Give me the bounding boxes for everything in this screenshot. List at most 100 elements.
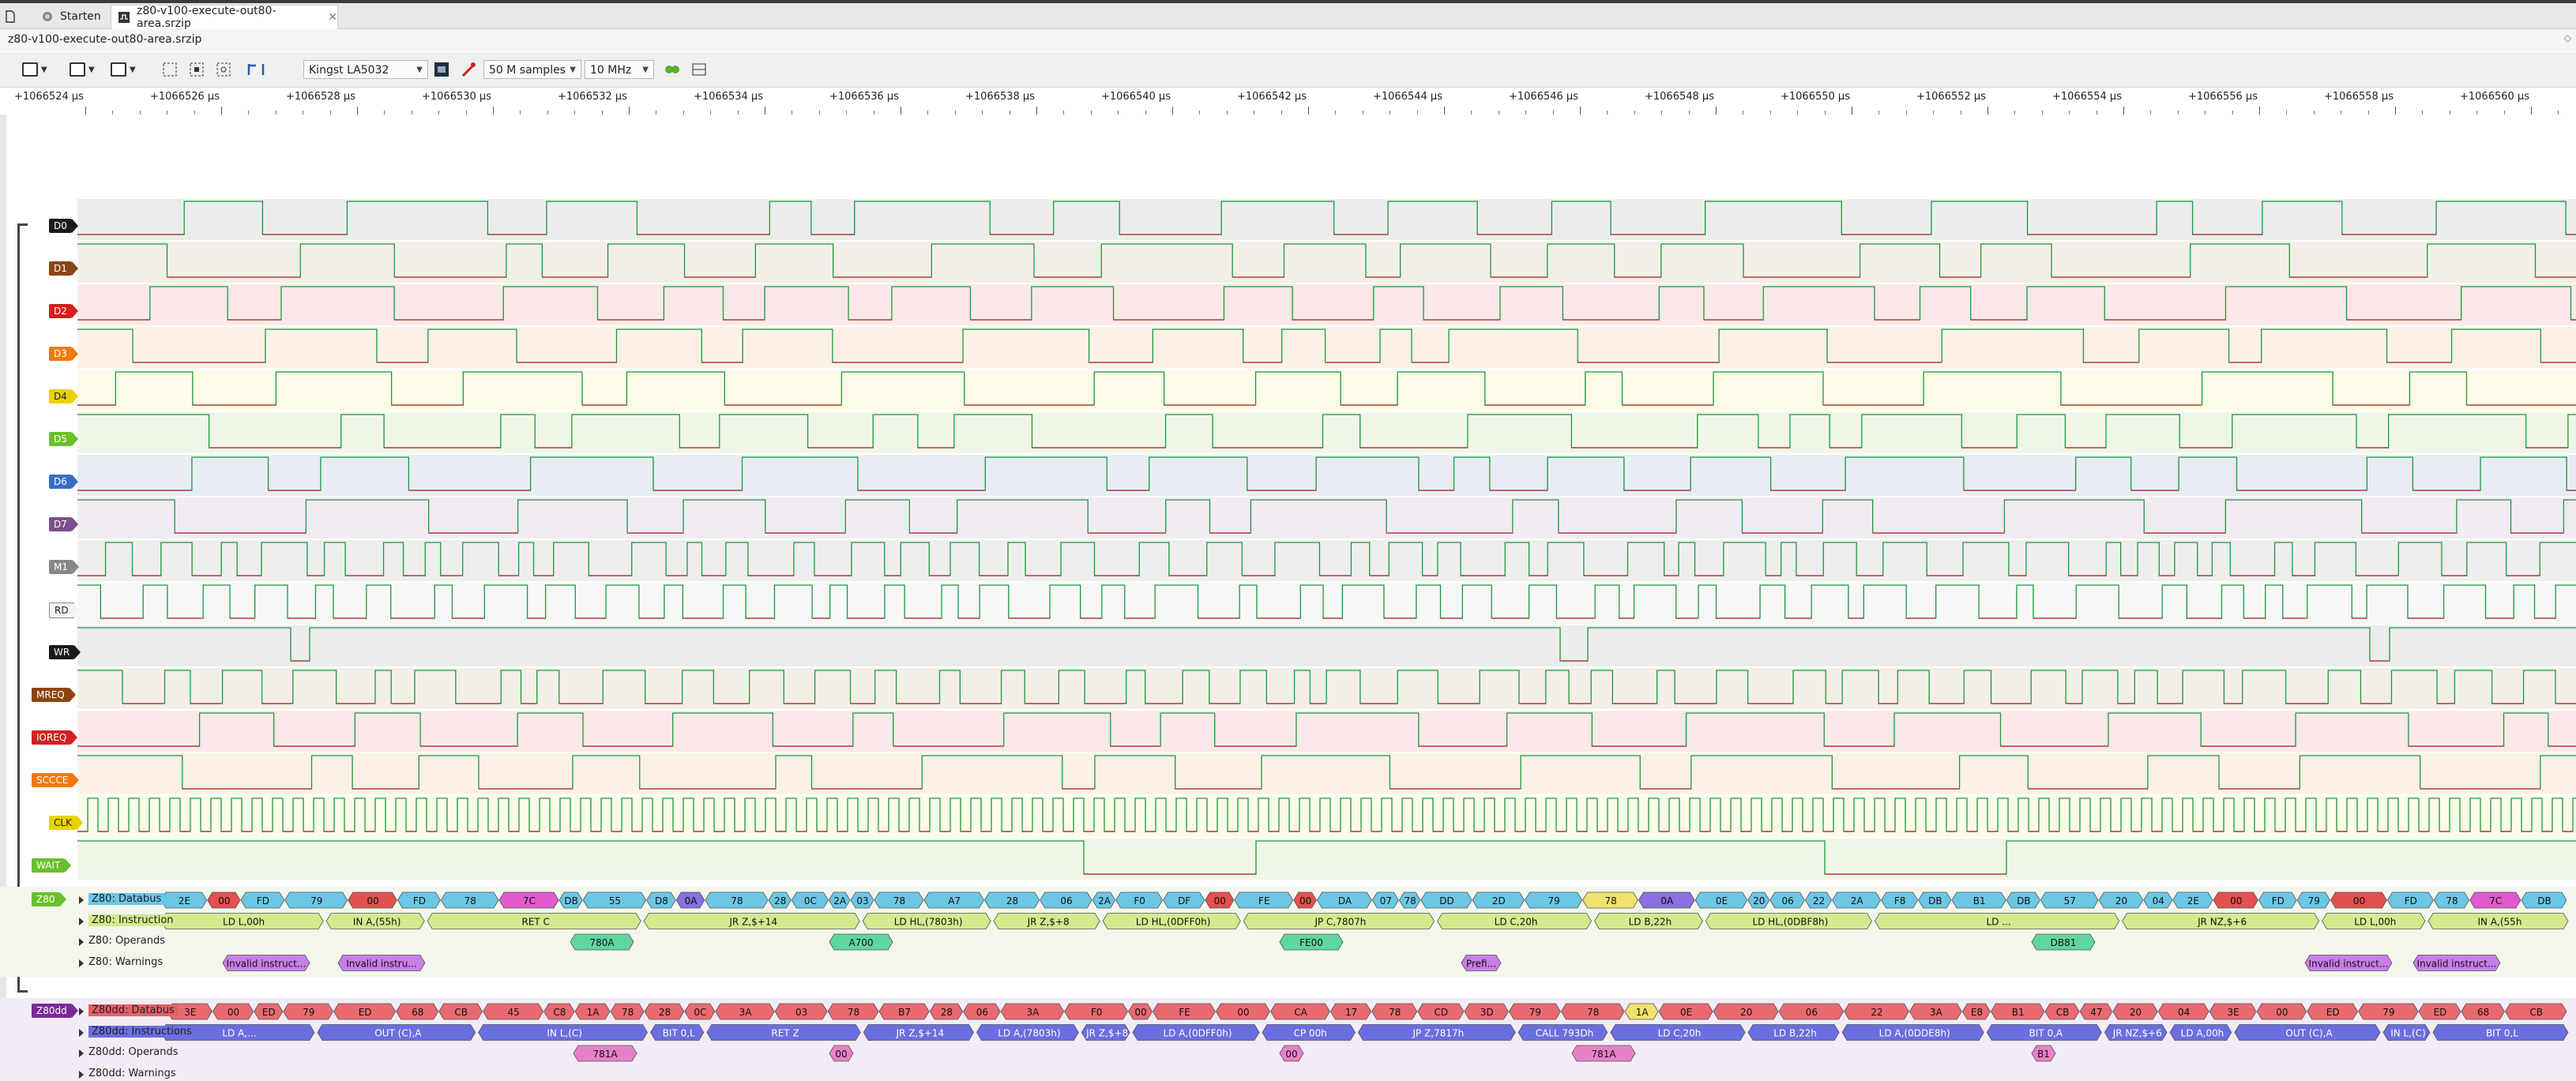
zoom-in-button[interactable] (215, 59, 232, 80)
operand-value: 781A (1591, 1049, 1616, 1060)
databus-value: 78 (464, 895, 476, 906)
decoder-row-label: Z80: Operands (88, 935, 166, 947)
operand-cell (2031, 1045, 2056, 1062)
instruction-value: LD L,00h (2354, 917, 2396, 928)
instruction-value: LD C,20h (1658, 1028, 1702, 1039)
instruction-value: LD ... (1986, 917, 2010, 928)
channel-label-d1[interactable]: D1 (49, 261, 78, 276)
expand-row-icon[interactable] (79, 1049, 84, 1057)
ruler-minor-tick (2313, 111, 2315, 114)
device-select[interactable]: Kingst LA5032 ▼ (303, 60, 428, 79)
cursor-button[interactable] (246, 59, 265, 80)
channel-label-d2[interactable]: D2 (49, 304, 78, 318)
export-button[interactable]: ▼ (111, 59, 136, 80)
ruler-minor-tick (2150, 111, 2152, 114)
instruction-cell (2382, 1024, 2431, 1041)
new-session-tab[interactable] (5, 5, 24, 28)
channel-label-wr[interactable]: WR (49, 645, 81, 659)
databus-value: 00 (2230, 895, 2242, 906)
ruler-major-tick (1580, 107, 1581, 114)
channel-label-d7[interactable]: D7 (49, 517, 78, 531)
channel-label-wait[interactable]: WAIT (32, 858, 72, 873)
add-decoder-button[interactable] (690, 59, 708, 80)
probe-config-button[interactable] (460, 59, 477, 80)
instruction-value: JR NZ,$+6 (2112, 1028, 2162, 1039)
sample-rate-select[interactable]: 10 MHz ▼ (585, 60, 654, 79)
channel-background (77, 753, 2576, 794)
expand-row-icon[interactable] (79, 1070, 84, 1079)
expand-row-icon[interactable] (79, 959, 84, 967)
warning-value: Invalid instruct... (2417, 959, 2497, 970)
databus-cell (1624, 1003, 1659, 1020)
channel-waveform (77, 328, 2576, 363)
restore-panel-icon[interactable]: ◇ (2563, 32, 2571, 43)
expand-row-icon[interactable] (79, 896, 84, 904)
instruction-cell (1358, 1024, 1516, 1041)
channel-label-ioreq[interactable]: IOREQ (32, 730, 78, 745)
sample-count-select[interactable]: 50 M samples ▼ (483, 60, 581, 79)
cursor-icon (247, 64, 265, 75)
tab-start[interactable]: Starten (41, 5, 104, 28)
instruction-cell (863, 1024, 974, 1041)
databus-value: 00 (1134, 1007, 1146, 1018)
databus-value: 78 (893, 895, 905, 906)
databus-cell (2172, 891, 2213, 909)
databus-cell (348, 891, 397, 909)
save-button[interactable]: ▼ (70, 59, 95, 80)
expand-row-icon[interactable] (79, 1028, 84, 1037)
warning-cell (1461, 955, 1502, 971)
databus-value: ED (2326, 1007, 2340, 1018)
warning-cell (222, 955, 310, 971)
channel-label-d6[interactable]: D6 (49, 475, 78, 489)
device-config-button[interactable] (433, 59, 450, 80)
time-ruler[interactable]: +1066524 μs+1066526 μs+1066528 μs+106653… (0, 88, 2576, 114)
channel-label-sccce[interactable]: SCCCE (32, 773, 80, 787)
open-button[interactable]: ▼ (22, 59, 47, 80)
databus-value: 17 (1345, 1007, 1357, 1018)
instruction-cell (993, 913, 1100, 929)
databus-value: 55 (609, 895, 621, 906)
instruction-cell (1437, 913, 1593, 929)
databus-cell (1951, 891, 2006, 909)
channel-label-d5[interactable]: D5 (49, 432, 78, 446)
waveform-icon (118, 11, 130, 24)
decoder-badge[interactable]: Z80dd (32, 1004, 78, 1018)
tab-session-file[interactable]: z80-v100-execute-out80-area.srzip ✕ (111, 5, 338, 30)
ruler-minor-tick (574, 111, 576, 114)
databus-value: 00 (2276, 1007, 2288, 1018)
databus-value: 3E (184, 1007, 196, 1018)
databus-value: FE (1258, 895, 1269, 906)
run-button[interactable] (664, 59, 681, 80)
channel-label-d0[interactable]: D0 (49, 219, 78, 233)
zoom-one-button[interactable] (188, 59, 205, 80)
ruler-label: +1066548 μs (1645, 91, 1714, 103)
channel-label-d4[interactable]: D4 (49, 389, 78, 403)
zoom-fit-button[interactable] (161, 59, 179, 80)
close-tab-icon[interactable]: ✕ (328, 11, 337, 24)
databus-cell (1769, 891, 1805, 909)
databus-value: DD (1439, 895, 1453, 906)
databus-value: FD (2405, 895, 2417, 906)
expand-row-icon[interactable] (79, 917, 84, 925)
databus-value: 78 (1405, 895, 1416, 906)
databus-value: 00 (2353, 895, 2365, 906)
expand-row-icon[interactable] (79, 1008, 84, 1015)
databus-cell (1115, 891, 1164, 909)
channel-label-mreq[interactable]: MREQ (32, 688, 76, 702)
channel-waveform (77, 840, 2576, 875)
databus-value: 45 (507, 1007, 519, 1018)
decoder-badge[interactable]: Z80 (32, 892, 66, 906)
channel-label-d3[interactable]: D3 (49, 347, 78, 361)
databus-cell (644, 1003, 685, 1020)
databus-value: ED (262, 1007, 276, 1018)
channel-label-clk[interactable]: CLK (49, 816, 83, 830)
channel-label-rd[interactable]: RD (49, 602, 80, 618)
channel-label-m1[interactable]: M1 (49, 560, 79, 574)
operand-cell (573, 1045, 637, 1062)
ruler-minor-tick (248, 111, 250, 114)
instruction-value: OUT (C),A (374, 1028, 422, 1039)
ruler-minor-tick (2558, 111, 2559, 114)
databus-cell (167, 1003, 212, 1020)
expand-row-icon[interactable] (79, 938, 84, 946)
